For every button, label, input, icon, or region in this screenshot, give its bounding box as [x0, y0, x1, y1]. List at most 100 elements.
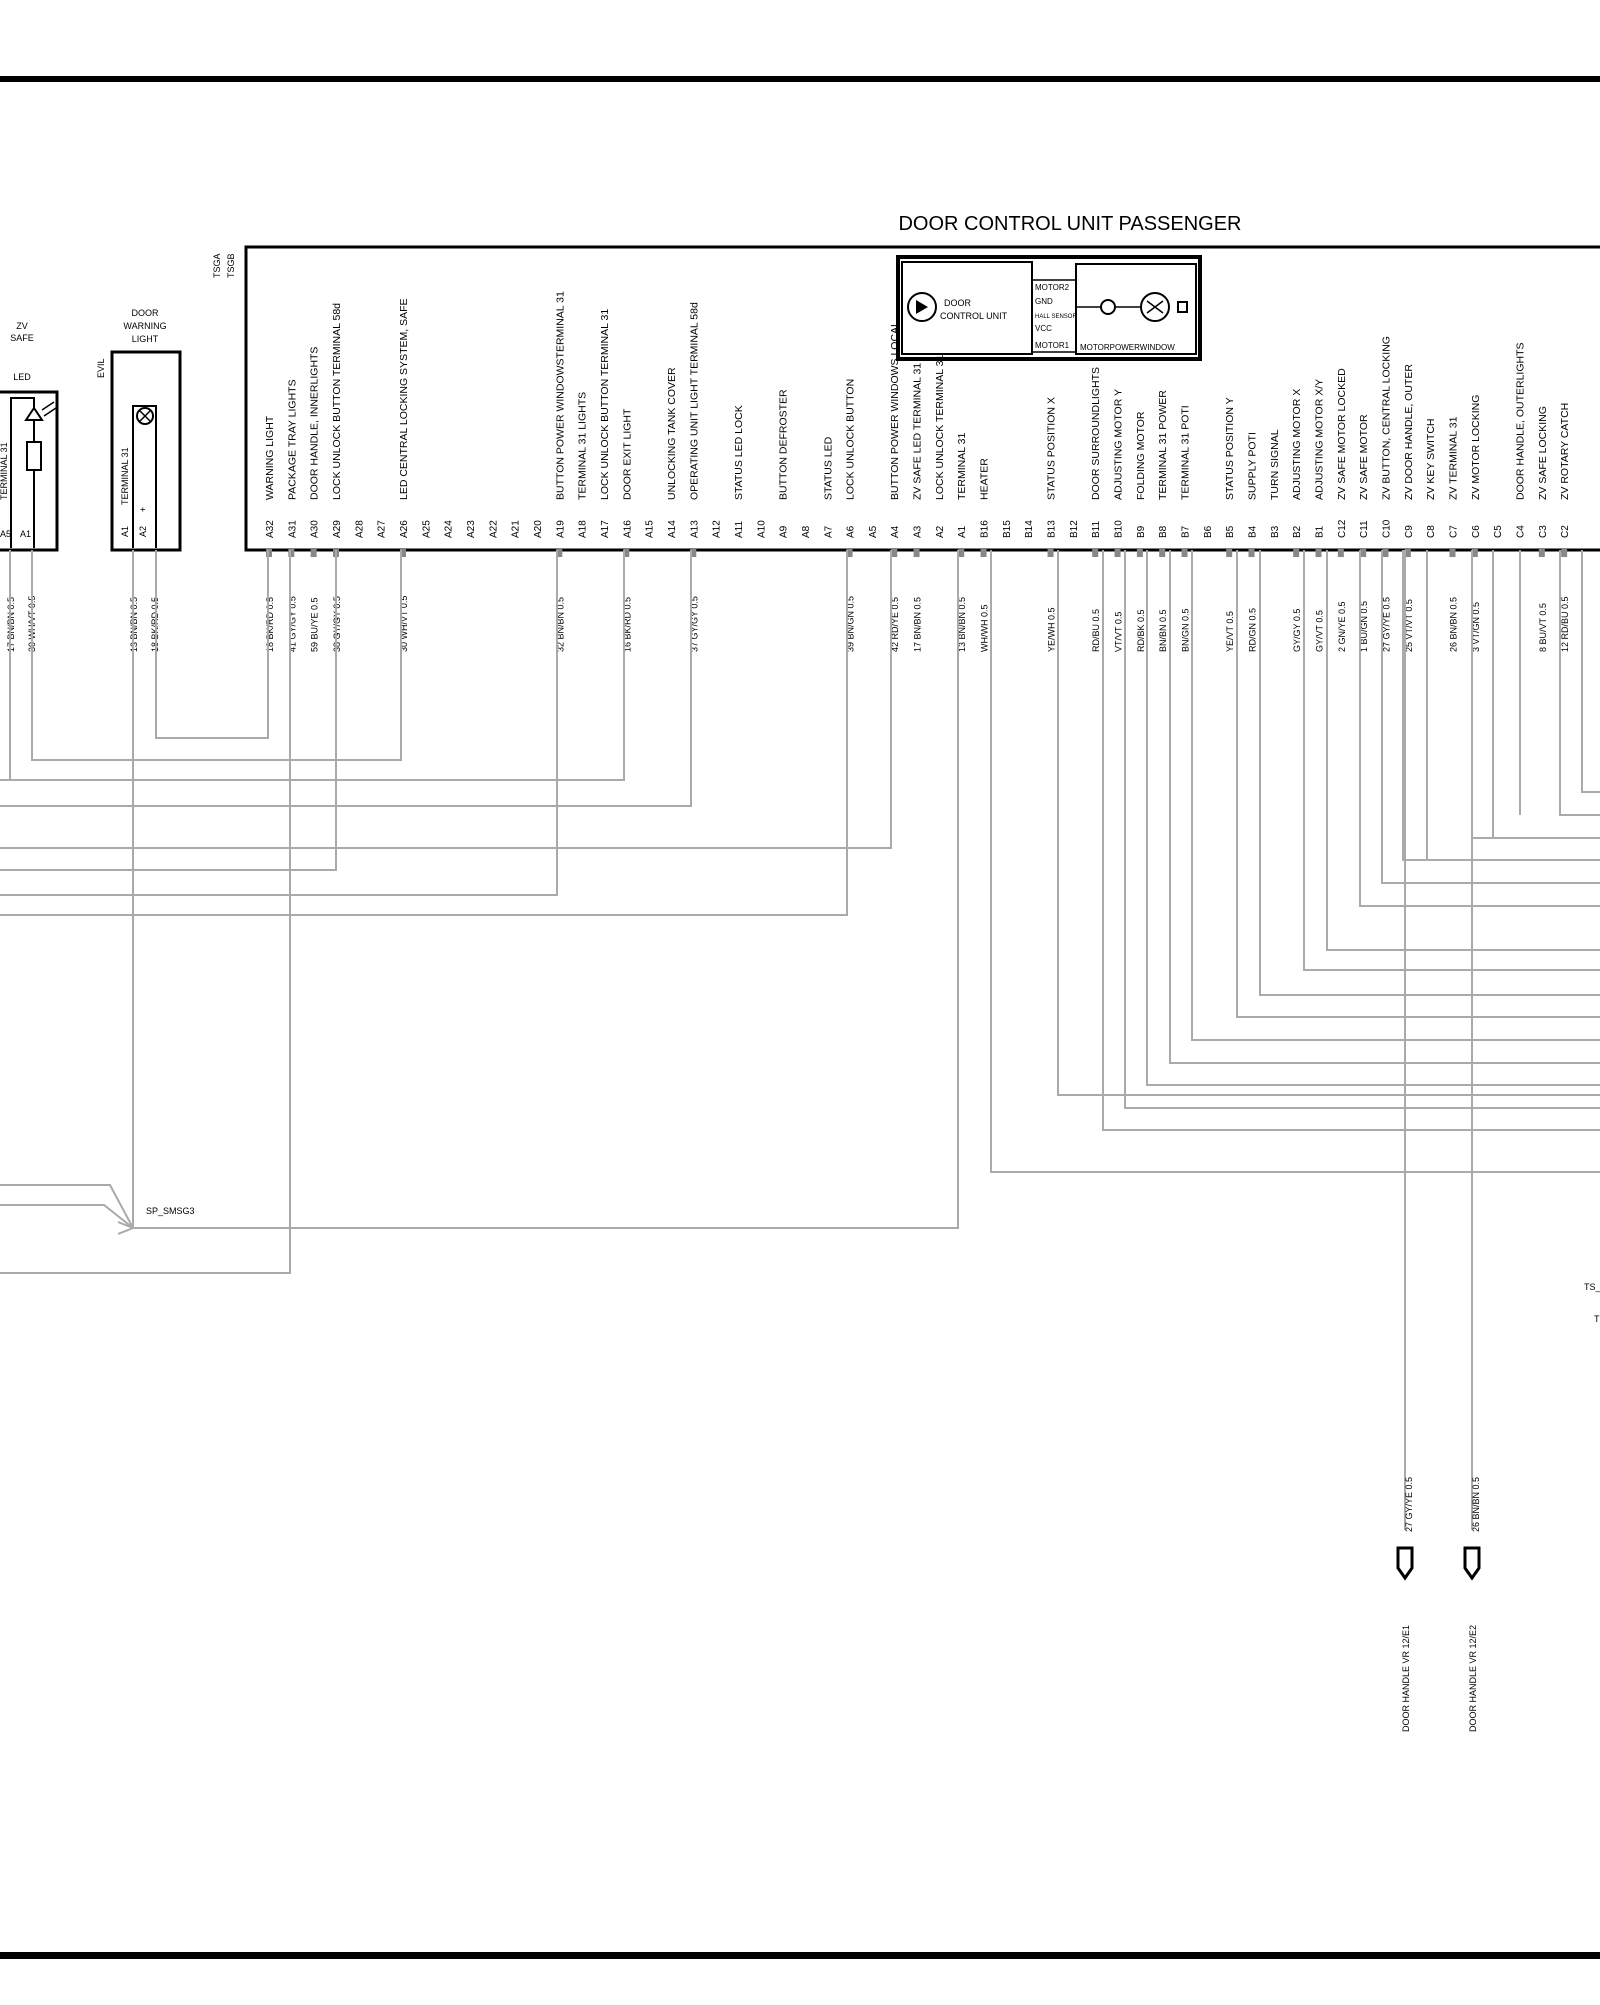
- pin-label: A12: [712, 520, 723, 538]
- pin-function-label: DOOR SURROUNDLIGHTS: [1090, 367, 1102, 500]
- pin-label: A11: [734, 521, 745, 538]
- pin-label: A30: [310, 520, 321, 538]
- control-unit-box: [244, 245, 1600, 552]
- pin-terminal: [1360, 549, 1367, 557]
- pin-label: A4: [890, 525, 901, 538]
- pin-label: B13: [1047, 520, 1058, 538]
- wire-label: 39 BN/GN 0.5: [846, 596, 856, 652]
- pin-function-label: ZV SAFE MOTOR: [1358, 414, 1370, 500]
- pin-function-label: OPERATING UNIT LIGHT TERMINAL 58d: [688, 302, 700, 500]
- pin-function-label: BUTTON POWER WINDOWSTERMINAL 31: [554, 291, 566, 500]
- pin-label: A21: [511, 520, 522, 538]
- pin-terminal: [980, 549, 987, 557]
- wire-label: 42 RD/YE 0.5: [890, 597, 900, 652]
- door-warning-box: [110, 350, 182, 552]
- wire-label: VT/VT 0.5: [1114, 612, 1124, 652]
- wire-label: BN/BN 0.5: [1158, 609, 1168, 652]
- pin-terminal: [913, 549, 920, 557]
- led-icon: [24, 406, 44, 421]
- inset-gnd: GND: [1035, 297, 1053, 306]
- pin-function-label: BUTTON DEFROSTER: [778, 389, 790, 500]
- pin-label: B4: [1248, 525, 1259, 538]
- pin-label: A1: [957, 525, 968, 538]
- pin-function-label: ADJUSTING MOTOR X: [1291, 389, 1303, 500]
- pin-terminal: [1114, 549, 1121, 557]
- wire-label: 17 BN/BN 0.5: [913, 597, 923, 652]
- zv-safe-pin-a: A1: [20, 529, 31, 539]
- wire-label: GY/VT 0.5: [1315, 610, 1325, 652]
- wire-label: RD/BU 0.5: [1091, 609, 1101, 652]
- pin-label: A13: [689, 520, 700, 538]
- inset-hall: HALL SENSOR: [1035, 314, 1077, 320]
- door-warning-light-component: DOOR WARNING LIGHT EVIL TERMINAL 31 A1 A…: [96, 308, 182, 552]
- wire-label: YE/VT 0.5: [1225, 611, 1235, 652]
- pin-label: C4: [1515, 525, 1526, 538]
- pin-terminal: [1337, 549, 1344, 557]
- wire-label: 8 BU/VT 0.5: [1538, 603, 1548, 652]
- connector-2-wire-label: 26 BN/BN 0.5: [1471, 1477, 1481, 1532]
- inset-motor2: MOTOR2: [1035, 283, 1070, 292]
- pin-terminal: [1248, 549, 1255, 557]
- connector-2-icon: [1463, 1546, 1481, 1581]
- wire-label: 59 BU/YE 0.5: [310, 597, 320, 652]
- pin-terminal: [1092, 549, 1099, 557]
- harness-wires: [0, 550, 1600, 1530]
- diagram-title: DOOR CONTROL UNIT PASSENGER: [898, 213, 1241, 235]
- connector-group: 27 GY/YE 0.5 DOOR HANDLE VR 12/E1 26 BN/…: [1396, 1477, 1481, 1732]
- resistor-icon: [26, 441, 42, 471]
- zv-safe-terminal-label: TERMINAL 31: [0, 442, 9, 500]
- pin-label: A26: [399, 520, 410, 538]
- connector-1-label: DOOR HANDLE VR 12/E1: [1401, 1625, 1411, 1732]
- pin-terminal: [958, 549, 965, 557]
- door-warning-code: EVIL: [96, 358, 106, 378]
- pin-label: C11: [1359, 520, 1370, 538]
- pin-label: B12: [1069, 520, 1080, 538]
- pin-terminal: [1136, 549, 1143, 557]
- door-warning-title-3: LIGHT: [132, 334, 159, 344]
- right-edge-ts: TS_: [1584, 1282, 1600, 1292]
- pin-label: A19: [555, 520, 566, 538]
- pin-function-label: DOOR HANDLE, INNERLIGHTS: [309, 347, 321, 500]
- pin-function-label: PACKAGE TRAY LIGHTS: [286, 379, 298, 500]
- door-warning-plus: +: [138, 507, 148, 512]
- tsga-label: TSGA: [212, 253, 222, 278]
- pin-function-label: LED CENTRAL LOCKING SYSTEM, SAFE: [398, 299, 410, 501]
- pin-function-label: ZV SAFE MOTOR LOCKED: [1336, 368, 1348, 500]
- pin-label: A5: [868, 525, 879, 538]
- pin-label: C8: [1426, 525, 1437, 538]
- wire-label: 18 BK/RD 0.5: [265, 597, 275, 652]
- pin-function-label: STATUS LED: [822, 436, 834, 500]
- wire-label: 25 VT/VT 0.5: [1404, 599, 1414, 652]
- pin-label: C10: [1382, 519, 1393, 538]
- pin-label: B7: [1181, 525, 1192, 538]
- wire-label: 26 BN/BN 0.5: [1448, 597, 1458, 652]
- pin-function-label: ZV KEY SWITCH: [1425, 419, 1437, 500]
- pin-terminal: [1449, 549, 1456, 557]
- pin-function-label: WARNING LIGHT: [264, 415, 276, 500]
- door-warning-pin1: A1: [120, 526, 130, 537]
- door-warning-title-1: DOOR: [132, 308, 160, 318]
- wire-label: 32 BN/BN 0.5: [555, 597, 565, 652]
- pin-label: A15: [645, 520, 656, 538]
- pin-function-label: ZV SAFE LOCKING: [1537, 406, 1549, 500]
- sensor-icon: [1100, 299, 1116, 315]
- left-wire-labels: 17 BN/BN 0.5 30 WH/VT 0.5 13 BN/BN 0.5 1…: [6, 596, 160, 652]
- pin-terminal: [846, 549, 853, 557]
- pin-function-label: BUTTON POWER WINDOWS LOCAL: [889, 321, 901, 500]
- pin-function-label: TURN SIGNAL: [1269, 429, 1281, 500]
- pin-terminal: [1404, 549, 1411, 557]
- pin-function-label: TERMINAL 31 LIGHTS: [577, 392, 589, 500]
- pin-label: A20: [533, 520, 544, 538]
- pin-label: A29: [332, 520, 343, 538]
- inset-unit-line-1: DOOR: [944, 298, 972, 308]
- pin-terminal: [1471, 549, 1478, 557]
- wire-label: WH/WH 0.5: [980, 604, 990, 652]
- connector-2-label: DOOR HANDLE VR 12/E2: [1468, 1625, 1478, 1732]
- pin-label: C6: [1471, 525, 1482, 538]
- pin-label: A3: [913, 525, 924, 538]
- pin-label: A14: [667, 520, 678, 538]
- pin-label: B3: [1270, 525, 1281, 538]
- pin-label: B15: [1002, 520, 1013, 538]
